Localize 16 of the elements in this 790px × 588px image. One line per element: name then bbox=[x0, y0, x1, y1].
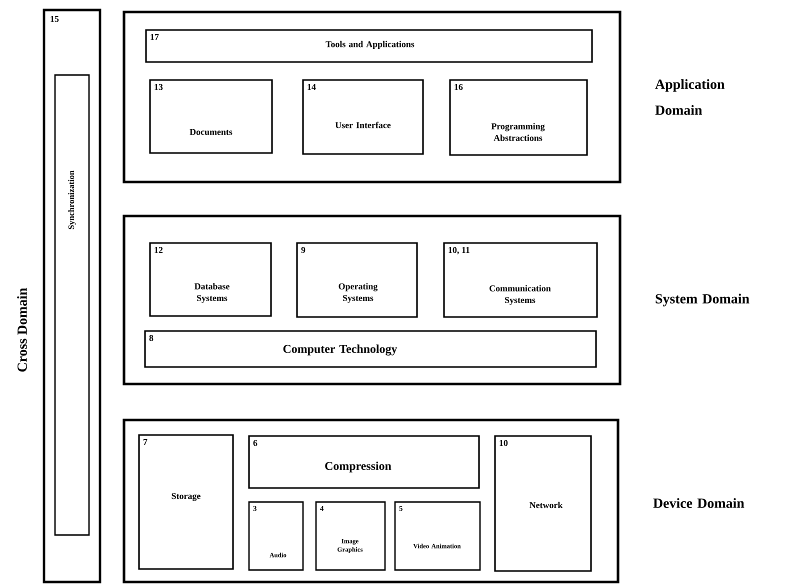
module-box: 17 Tools and Applications bbox=[145, 29, 593, 63]
node-label: Application Domain bbox=[655, 79, 725, 115]
node-label: Cross Domain bbox=[17, 288, 27, 372]
node-label: Device Domain bbox=[653, 498, 744, 508]
module-box: 10, 11 Communication Systems bbox=[443, 242, 598, 318]
band: Synchronization bbox=[54, 74, 90, 536]
node-label: System Domain bbox=[656, 294, 750, 306]
module-box: 14 User Interface bbox=[302, 79, 424, 155]
module-box: 6 Compression bbox=[248, 435, 480, 489]
module-box: 10 Network bbox=[494, 435, 592, 572]
module-box: 8 Computer Technology bbox=[144, 330, 597, 368]
module-box: 16 Programming Abstractions bbox=[449, 79, 588, 156]
module-box: 13 Documents bbox=[149, 79, 273, 154]
module-box: 9 Operating Systems bbox=[296, 242, 418, 318]
module-box: 12 Database Systems bbox=[149, 242, 272, 317]
module-box: 7 Storage bbox=[138, 434, 234, 570]
